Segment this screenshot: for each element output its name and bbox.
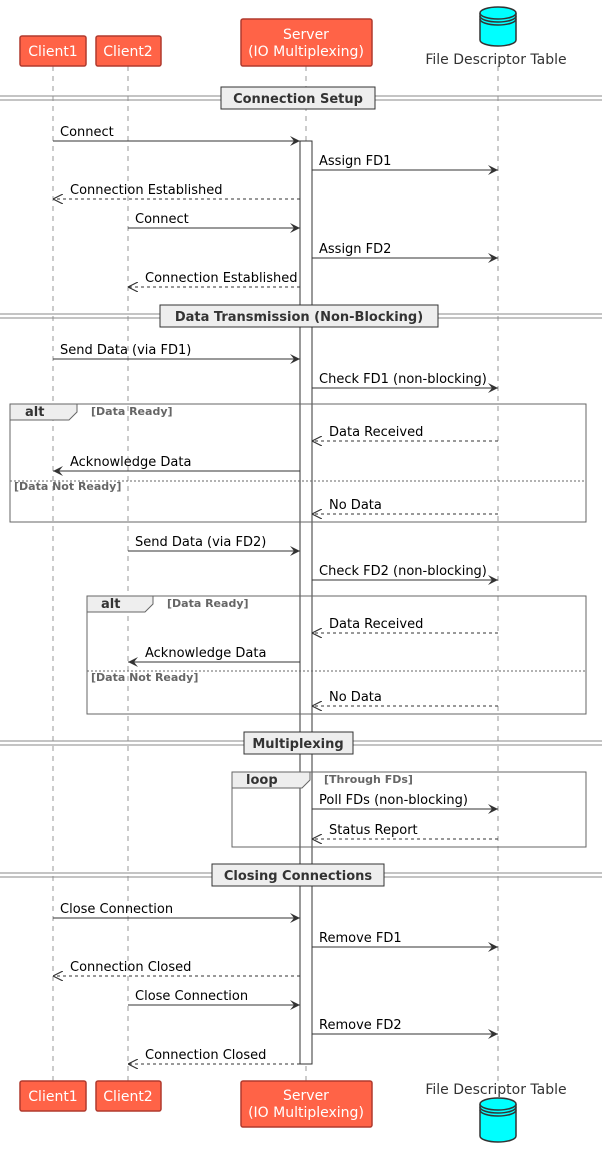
message-label: Assign FD1 <box>319 154 391 169</box>
database-icon <box>479 1097 517 1143</box>
message-m9: Data Received <box>312 425 498 441</box>
message-m2: Assign FD1 <box>312 154 498 175</box>
participant-server-top-line2: (IO Multiplexing) <box>248 44 364 60</box>
message-m8: Check FD1 (non-blocking) <box>312 372 498 393</box>
participant-client1-bottom-label: Client1 <box>28 1089 77 1105</box>
section-divider-transmission: Data Transmission (Non-Blocking) <box>0 304 602 328</box>
message-label: No Data <box>329 498 382 513</box>
section-label-setup: Connection Setup <box>233 92 363 107</box>
message-m11: No Data <box>312 498 498 514</box>
message-m18: Status Report <box>312 823 498 839</box>
participant-client1-top[interactable]: Client1 <box>19 35 87 67</box>
message-m19: Close Connection <box>53 902 300 923</box>
participant-client1-top-label: Client1 <box>28 44 77 60</box>
loop-frame-kind: loop <box>246 773 278 788</box>
message-m12: Send Data (via FD2) <box>128 535 300 556</box>
participant-server-top[interactable]: Server (IO Multiplexing) <box>240 18 373 67</box>
participant-client2-top-label: Client2 <box>103 44 152 60</box>
message-m1: Connect <box>53 125 300 146</box>
message-m4: Connect <box>128 212 300 233</box>
message-label: Check FD1 (non-blocking) <box>319 372 487 387</box>
message-m13: Check FD2 (non-blocking) <box>312 564 498 585</box>
alt-frame-fd1: alt [Data Ready] [Data Not Ready] <box>9 403 587 523</box>
participant-fdtable-top[interactable]: File Descriptor Table <box>425 6 567 68</box>
alt-frame-fd2: alt [Data Ready] [Data Not Ready] <box>86 595 587 715</box>
message-m6: Connection Established <box>128 271 300 287</box>
message-m21: Connection Closed <box>53 960 300 976</box>
message-label: No Data <box>329 690 382 705</box>
section-label-multiplexing: Multiplexing <box>252 737 343 752</box>
message-m14: Data Received <box>312 617 498 633</box>
message-label: Connection Closed <box>145 1048 266 1063</box>
message-label: Data Received <box>329 617 423 632</box>
section-divider-closing: Closing Connections <box>0 863 602 887</box>
message-m10: Acknowledge Data <box>53 455 300 476</box>
message-m17: Poll FDs (non-blocking) <box>312 793 498 814</box>
message-m20: Remove FD1 <box>312 931 498 952</box>
database-icon <box>479 6 517 47</box>
message-label: Send Data (via FD2) <box>135 535 266 550</box>
message-label: Connection Closed <box>70 960 191 975</box>
message-label: Data Received <box>329 425 423 440</box>
message-label: Remove FD2 <box>319 1018 402 1033</box>
participant-fdtable-bottom-label: File Descriptor Table <box>425 1082 566 1098</box>
alt-frame-fd2-else-guard: [Data Not Ready] <box>91 671 198 684</box>
server-activation-bar <box>299 140 313 1065</box>
message-label: Acknowledge Data <box>145 646 266 661</box>
message-label: Status Report <box>329 823 418 838</box>
alt-frame-fd2-guard: [Data Ready] <box>167 597 249 610</box>
participant-fdtable-bottom[interactable]: File Descriptor Table <box>425 1082 567 1143</box>
participant-fdtable-top-label: File Descriptor Table <box>425 52 566 68</box>
participant-client2-bottom-label: Client2 <box>103 1089 152 1105</box>
message-m5: Assign FD2 <box>312 242 498 263</box>
participant-client1-bottom[interactable]: Client1 <box>19 1080 87 1112</box>
section-label-transmission: Data Transmission (Non-Blocking) <box>175 310 423 325</box>
message-label: Close Connection <box>135 989 248 1004</box>
message-label: Connection Established <box>145 271 297 286</box>
participant-server-top-line1: Server <box>283 27 329 43</box>
alt-frame-fd1-guard: [Data Ready] <box>91 405 173 418</box>
alt-frame-fd2-kind: alt <box>101 597 120 612</box>
loop-frame-guard: [Through FDs] <box>324 773 413 786</box>
message-label: Acknowledge Data <box>70 455 191 470</box>
message-m3: Connection Established <box>53 183 300 199</box>
section-label-closing: Closing Connections <box>224 869 373 884</box>
message-label: Connect <box>60 125 114 140</box>
message-label: Poll FDs (non-blocking) <box>319 793 468 808</box>
participant-server-bottom-line2: (IO Multiplexing) <box>248 1105 364 1121</box>
alt-frame-fd1-else-guard: [Data Not Ready] <box>14 480 121 493</box>
message-label: Assign FD2 <box>319 242 391 257</box>
message-label: Check FD2 (non-blocking) <box>319 564 487 579</box>
message-label: Connection Established <box>70 183 222 198</box>
participant-client2-top[interactable]: Client2 <box>95 35 162 67</box>
message-m23: Remove FD2 <box>312 1018 498 1039</box>
message-m24: Connection Closed <box>128 1048 300 1064</box>
participant-client2-bottom[interactable]: Client2 <box>95 1080 162 1112</box>
message-label: Send Data (via FD1) <box>60 343 191 358</box>
message-m15: Acknowledge Data <box>128 646 300 667</box>
message-m16: No Data <box>312 690 498 706</box>
participant-server-bottom[interactable]: Server (IO Multiplexing) <box>240 1080 373 1128</box>
participant-server-bottom-line1: Server <box>283 1088 329 1104</box>
message-label: Close Connection <box>60 902 173 917</box>
message-label: Connect <box>135 212 189 227</box>
section-divider-multiplexing: Multiplexing <box>0 731 602 755</box>
message-m7: Send Data (via FD1) <box>53 343 300 364</box>
message-label: Remove FD1 <box>319 931 402 946</box>
loop-frame: loop [Through FDs] <box>231 771 587 848</box>
alt-frame-fd1-kind: alt <box>25 405 44 420</box>
section-divider-setup: Connection Setup <box>0 86 602 110</box>
message-m22: Close Connection <box>128 989 300 1010</box>
